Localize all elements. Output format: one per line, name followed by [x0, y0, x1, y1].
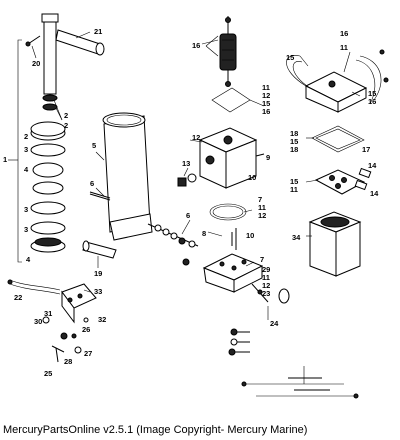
filter-13	[177, 173, 197, 187]
armature-16	[205, 16, 237, 87]
callout-label: 3	[24, 145, 28, 154]
piston-stack	[30, 121, 66, 253]
callout-label: 12	[262, 281, 270, 290]
motor-frame-15	[308, 211, 362, 277]
callout-label: 9	[266, 153, 270, 162]
wire-25	[241, 366, 359, 399]
callout-label: 18	[290, 145, 298, 154]
callout-label: 2	[24, 132, 28, 141]
callout-label: 30	[34, 317, 42, 326]
callout-label: 12	[262, 91, 270, 100]
callout-label: 16	[262, 107, 270, 116]
callout-label: 11	[290, 185, 298, 194]
brush-18	[354, 167, 372, 191]
callout-label: 23	[262, 289, 270, 298]
callout-label: 31	[44, 309, 52, 318]
callout-label: 1	[3, 155, 7, 164]
callout-label: 18	[290, 129, 298, 138]
callout-label: 7	[258, 195, 262, 204]
callout-label: 28	[64, 357, 72, 366]
callout-labels: 21 20 2 2 1 2 3 4 5 6 3 3 4 19 16 11 12 …	[3, 27, 379, 378]
callout-label: 10	[246, 231, 254, 240]
callout-label: 16	[192, 41, 200, 50]
cable-34	[7, 279, 61, 295]
callout-label: 6	[186, 211, 190, 220]
callout-label: 25	[44, 369, 52, 378]
callout-label: 22	[14, 293, 22, 302]
fitting-14	[251, 283, 290, 304]
pump-body-12	[198, 127, 265, 189]
callout-label: 12	[258, 211, 266, 220]
callout-label: 10	[248, 173, 256, 182]
reservoir-tube	[89, 112, 153, 241]
pin-19	[82, 240, 117, 259]
callout-label: 24	[270, 319, 279, 328]
solenoid-29	[61, 283, 97, 324]
callout-label: 15	[290, 137, 298, 146]
callout-label: 2	[64, 111, 68, 120]
callout-label: 7	[260, 255, 264, 264]
callout-label: 19	[94, 269, 102, 278]
callout-label: 15	[262, 99, 270, 108]
screws-26-28	[228, 328, 250, 356]
callout-label: 11	[262, 273, 270, 282]
callout-label: 20	[32, 59, 40, 68]
callout-label: 11	[340, 43, 348, 52]
callout-label: 8	[202, 229, 206, 238]
callout-label: 29	[262, 265, 270, 274]
callout-label: 32	[98, 315, 106, 324]
small-parts-22-33	[42, 316, 89, 363]
callout-label: 11	[258, 203, 266, 212]
callout-label: 5	[92, 141, 96, 150]
callout-label: 15	[368, 89, 376, 98]
callout-label: 21	[94, 27, 102, 36]
oring-11-top	[211, 87, 251, 113]
pin-10	[231, 228, 237, 250]
callout-label: 14	[368, 161, 377, 170]
callout-label: 16	[340, 29, 348, 38]
end-cap-15	[314, 169, 366, 195]
callout-label: 4	[24, 165, 29, 174]
callout-label: 13	[182, 159, 190, 168]
callout-label: 4	[26, 255, 31, 264]
callout-label: 33	[94, 287, 102, 296]
callout-label: 17	[362, 145, 370, 154]
callout-label: 2	[64, 121, 68, 130]
callout-label: 15	[286, 53, 294, 62]
image-caption: MercuryPartsOnline v2.5.1 (Image Copyrig…	[3, 424, 308, 436]
callout-label: 34	[292, 233, 301, 242]
trim-rod-assembly	[25, 13, 105, 111]
callout-label: 16	[368, 97, 376, 106]
callout-label: 27	[84, 349, 92, 358]
callout-label: 11	[262, 83, 270, 92]
callout-label: 3	[24, 205, 28, 214]
callout-label: 6	[90, 179, 94, 188]
bracket-1	[8, 39, 22, 263]
oring-7	[209, 203, 247, 221]
wire-harness-right	[355, 49, 389, 105]
callout-label: 14	[370, 189, 379, 198]
callout-label: 26	[82, 325, 90, 334]
callout-label: 12	[192, 133, 200, 142]
callout-label: 15	[290, 177, 298, 186]
cover-top-15	[286, 55, 368, 113]
leader-lines	[31, 31, 361, 320]
callout-label: 3	[24, 225, 28, 234]
check-valve-6	[147, 223, 199, 266]
manifold-7	[202, 253, 264, 293]
exploded-parts-diagram: 21 20 2 2 1 2 3 4 5 6 3 3 4 19 16 11 12 …	[3, 13, 389, 399]
gasket-11-right	[311, 125, 365, 153]
